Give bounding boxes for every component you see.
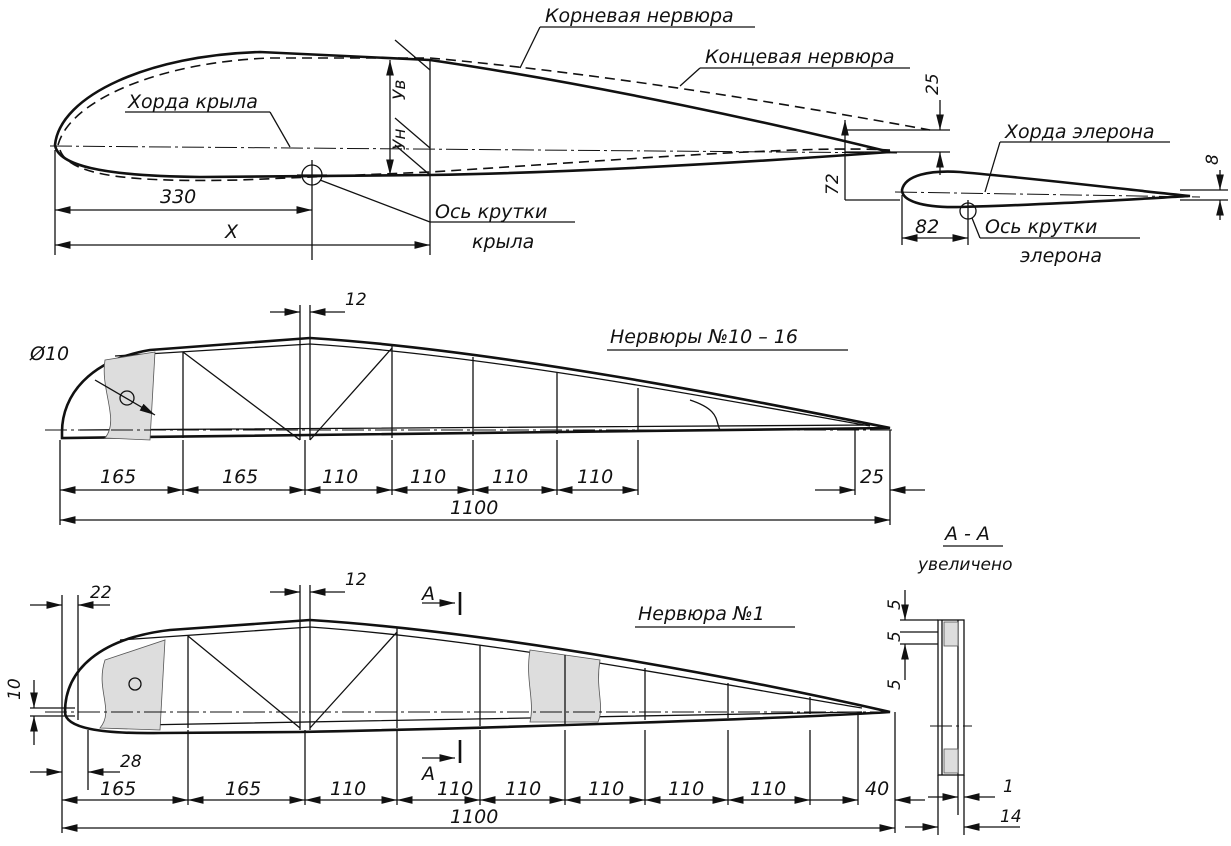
dim-22: 22 bbox=[90, 583, 112, 603]
leader-line bbox=[519, 26, 541, 69]
section-aa-subtitle: увеличено bbox=[917, 555, 1012, 575]
rib-1-title: Нервюра №1 bbox=[638, 603, 765, 625]
dim-segment: 110 bbox=[668, 778, 704, 800]
dim-8: 8 bbox=[1203, 154, 1223, 165]
rib-10-16-outline bbox=[60, 336, 891, 440]
dim-segment: 110 bbox=[492, 466, 528, 488]
root-rib-profile bbox=[53, 50, 891, 179]
extension-lines bbox=[187, 712, 896, 833]
section-aa-view: А - А увеличено 5 5 5 1 14 bbox=[885, 523, 1022, 835]
rib-1-braces bbox=[187, 622, 811, 730]
rib-1-hole bbox=[128, 677, 142, 691]
leader-line bbox=[394, 117, 431, 149]
rib-1-caps bbox=[119, 626, 863, 726]
dim-5-mid: 5 bbox=[885, 631, 905, 642]
dim-25-top: 25 bbox=[923, 73, 943, 95]
section-aa-top-cap bbox=[943, 621, 959, 647]
dim-segment: 110 bbox=[437, 778, 473, 800]
rib-1-view: 12 Нервюра №1 A A 22 10 28 165 165 110 1… bbox=[5, 570, 925, 833]
rib-10-16-view: Ø10 12 Нервюры №10 – 16 165 165 110 110 … bbox=[29, 290, 925, 525]
wing-twist-axis-label-2: крыла bbox=[472, 231, 534, 253]
aileron-chord-label: Хорда элерона bbox=[1004, 121, 1155, 143]
dim-segment: 110 bbox=[750, 778, 786, 800]
leader-line bbox=[984, 141, 1001, 193]
aileron-chord-line bbox=[894, 191, 1201, 198]
dim-14: 14 bbox=[1000, 807, 1022, 827]
section-mark-top: A bbox=[420, 583, 435, 605]
dim-segment: 165 bbox=[222, 466, 258, 488]
dim-segment: 110 bbox=[505, 778, 541, 800]
dim-25: 25 bbox=[860, 466, 884, 488]
extension-lines bbox=[900, 619, 938, 645]
dim-segment: 110 bbox=[410, 466, 446, 488]
dim-total: 1100 bbox=[450, 497, 498, 519]
dim-segment: 165 bbox=[100, 466, 136, 488]
wing-profile-view: Ув Ун 330 X Хорда крыла Корневая нервюра… bbox=[49, 5, 950, 260]
section-mark-bottom: A bbox=[420, 763, 435, 785]
leader-line bbox=[319, 179, 431, 223]
leader-line bbox=[94, 379, 156, 416]
aileron-profile bbox=[900, 170, 1191, 209]
dim-hole-10: Ø10 bbox=[29, 343, 69, 365]
wing-chord-line bbox=[49, 145, 901, 154]
dim-segment: 110 bbox=[322, 466, 358, 488]
rib-10-16-fillet bbox=[689, 399, 721, 431]
dim-segment: 110 bbox=[577, 466, 613, 488]
dim-x: X bbox=[224, 221, 239, 243]
dim-330: 330 bbox=[160, 186, 196, 208]
rib-10-16-caps bbox=[79, 343, 871, 431]
dim-segment: 110 bbox=[588, 778, 624, 800]
rib-10-16-braces bbox=[182, 340, 639, 441]
root-rib-label: Корневая нервюра bbox=[545, 5, 734, 27]
rib-10-16-title: Нервюры №10 – 16 bbox=[610, 326, 798, 348]
dim-segment: 165 bbox=[225, 778, 261, 800]
rib-10-16-nose-gusset bbox=[103, 351, 156, 441]
aileron-profile-view: 82 Хорда элерона Ось крутки элерона 8 bbox=[894, 121, 1228, 267]
leader-line bbox=[679, 67, 701, 87]
rib-1-nose-gusset bbox=[99, 639, 166, 731]
extension-lines bbox=[59, 430, 891, 525]
dim-segment: 110 bbox=[330, 778, 366, 800]
dim-28: 28 bbox=[120, 752, 142, 772]
leader-line bbox=[269, 111, 291, 148]
dim-1: 1 bbox=[1003, 777, 1014, 797]
dim-total: 1100 bbox=[450, 806, 498, 828]
dim-5-bot: 5 bbox=[885, 679, 905, 690]
dim-5-top: 5 bbox=[885, 599, 905, 610]
wing-chord-label: Хорда крыла bbox=[127, 91, 258, 113]
tip-rib-label: Концевая нервюра bbox=[705, 46, 895, 68]
dim-segment: 40 bbox=[865, 778, 889, 800]
section-aa-bottom-cap bbox=[943, 748, 959, 774]
tip-rib-profile bbox=[57, 57, 931, 182]
extension-lines bbox=[937, 775, 965, 835]
dim-10: 10 bbox=[5, 678, 25, 700]
dim-82: 82 bbox=[915, 216, 939, 238]
dim-segment: 165 bbox=[100, 778, 136, 800]
leader-line bbox=[394, 39, 431, 71]
rib-10-16-hole bbox=[119, 390, 135, 406]
leader-line bbox=[394, 144, 431, 176]
yv-label: Ув bbox=[390, 80, 410, 100]
wing-twist-axis-label: Ось крутки bbox=[435, 201, 547, 223]
aileron-twist-axis-label-2: элерона bbox=[1020, 245, 1102, 267]
extension-lines bbox=[61, 595, 89, 833]
yn-label: Ун bbox=[390, 129, 410, 150]
dim-72: 72 bbox=[823, 173, 843, 195]
section-aa-title: А - А bbox=[943, 523, 990, 545]
dim-12: 12 bbox=[345, 570, 367, 590]
dim-12: 12 bbox=[345, 290, 367, 310]
leader-line bbox=[971, 217, 981, 239]
aileron-twist-axis-label: Ось крутки bbox=[985, 216, 1097, 238]
section-aa-outline bbox=[937, 619, 965, 776]
